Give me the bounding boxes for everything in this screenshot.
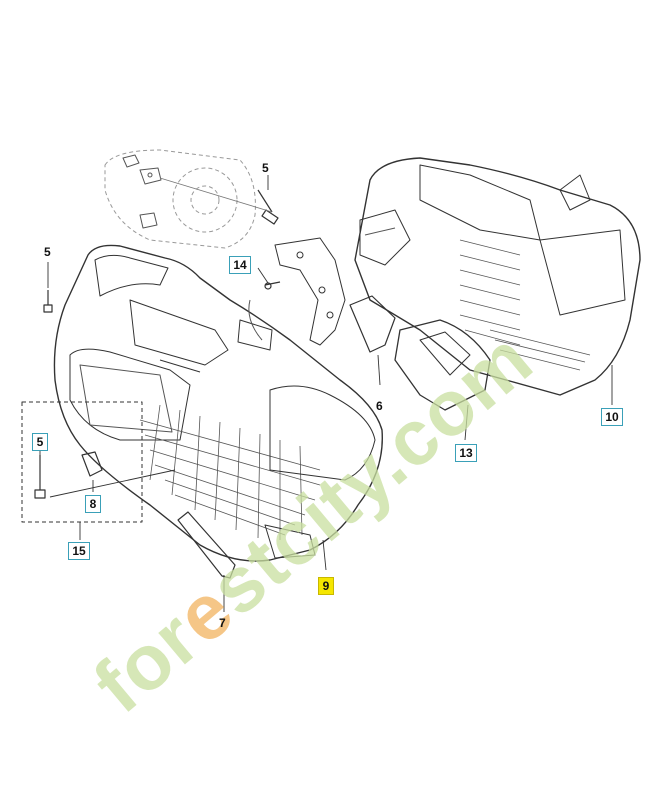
- handle-part: [177, 511, 236, 579]
- callout-7: 7: [219, 616, 226, 630]
- callout-9: 9: [318, 577, 334, 595]
- callout-8: 8: [85, 495, 101, 513]
- screw-14: [264, 281, 281, 290]
- callout-5-left: 5: [44, 245, 51, 259]
- cooling-fins: [459, 239, 591, 371]
- callout-5-top: 5: [262, 161, 269, 175]
- kit-15-box: [21, 401, 143, 523]
- recoil-starter-ghost: [104, 149, 256, 249]
- callout-10: 10: [601, 408, 623, 426]
- callout-13: 13: [455, 444, 477, 462]
- leader-lines: [39, 175, 613, 612]
- clip-parts: [122, 154, 162, 229]
- engine-housing: [354, 157, 641, 396]
- callout-5-box: 5: [32, 433, 48, 451]
- callout-6: 6: [376, 399, 383, 413]
- part-6: [349, 295, 396, 353]
- screw-5-left: [43, 290, 53, 313]
- starter-cover: [53, 244, 383, 562]
- screw-5-box: [34, 455, 46, 499]
- callout-15: 15: [68, 542, 90, 560]
- callout-14: 14: [229, 256, 251, 274]
- part-13: [394, 319, 491, 411]
- part-8: [81, 451, 103, 477]
- bracket-part: [274, 237, 346, 346]
- screw-5-top: [257, 189, 279, 225]
- cover-grille: [139, 404, 321, 540]
